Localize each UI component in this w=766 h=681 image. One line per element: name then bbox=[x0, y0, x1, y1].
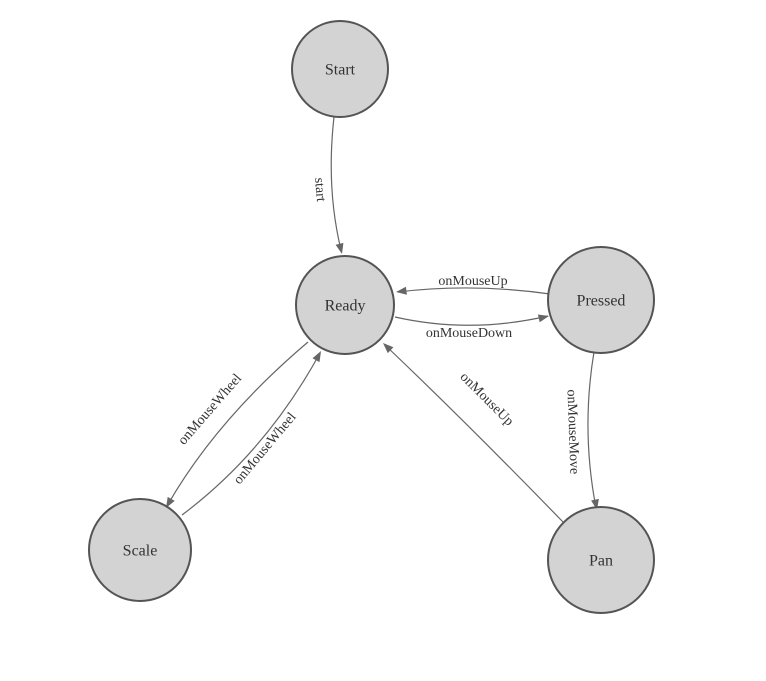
edge-label-onmouseup-diagonal: onMouseUp bbox=[457, 370, 517, 430]
edge-ready-to-pressed: onMouseDown bbox=[394, 314, 549, 341]
arrowhead-icon bbox=[383, 343, 394, 354]
node-start-circle[interactable] bbox=[291, 20, 389, 118]
edge-ready-to-scale-path bbox=[166, 341, 309, 507]
node-ready-circle[interactable] bbox=[295, 255, 395, 355]
edge-label-onmousedown: onMouseDown bbox=[426, 326, 512, 341]
edge-label-start: start bbox=[311, 177, 328, 202]
arrowhead-icon bbox=[312, 351, 321, 363]
node-pan-circle[interactable] bbox=[547, 506, 655, 614]
edge-ready-to-pressed-path bbox=[394, 315, 549, 326]
node-scale[interactable]: Scale bbox=[88, 498, 192, 602]
node-scale-circle[interactable] bbox=[88, 498, 192, 602]
edge-scale-to-ready: onMouseWheel bbox=[181, 351, 321, 516]
node-ready-label: Ready bbox=[325, 298, 366, 315]
edge-label-onmousemove: onMouseMove bbox=[564, 389, 582, 474]
node-ready[interactable]: Ready bbox=[295, 255, 395, 355]
node-pressed[interactable]: Pressed bbox=[547, 246, 655, 354]
edge-label-onmouseup-top: onMouseUp bbox=[438, 274, 507, 289]
edge-start-to-ready-path bbox=[330, 116, 342, 251]
arrowhead-icon bbox=[396, 286, 407, 295]
node-start[interactable]: Start bbox=[291, 20, 389, 118]
edge-pressed-to-ready-path bbox=[397, 287, 551, 295]
node-pressed-circle[interactable] bbox=[547, 246, 655, 354]
arrowhead-icon bbox=[166, 496, 175, 508]
edge-pan-to-ready-path bbox=[384, 344, 564, 523]
edge-pressed-to-ready: onMouseUp bbox=[396, 274, 551, 295]
edge-pan-to-ready: onMouseUp bbox=[383, 343, 564, 523]
node-start-label: Start bbox=[325, 62, 356, 79]
edge-pressed-to-pan-path bbox=[587, 351, 597, 509]
node-scale-label: Scale bbox=[123, 543, 158, 560]
edge-scale-to-ready-path bbox=[181, 352, 321, 516]
edge-start-to-ready: start bbox=[311, 116, 344, 254]
node-pressed-label: Pressed bbox=[577, 293, 626, 310]
arrowhead-icon bbox=[537, 314, 549, 323]
arrowhead-icon bbox=[335, 242, 344, 254]
node-pan-label: Pan bbox=[589, 553, 613, 570]
edge-label-onmousewheel-lower: onMouseWheel bbox=[231, 410, 300, 488]
edge-pressed-to-pan: onMouseMove bbox=[564, 351, 599, 510]
edge-label-onmousewheel-upper: onMouseWheel bbox=[176, 371, 246, 448]
node-pan[interactable]: Pan bbox=[547, 506, 655, 614]
